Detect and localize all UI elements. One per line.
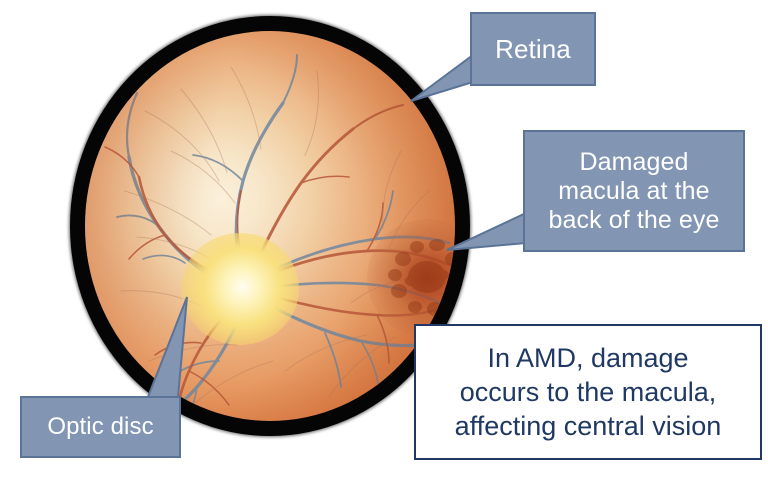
amd-description-text: In AMD, damage occurs to the macula, aff… [454,342,722,441]
callout-retina[interactable]: Retina [470,12,596,86]
specular-highlight-lower-right [115,59,445,419]
callout-optic-disc[interactable]: Optic disc [20,396,181,458]
amd-description-box[interactable]: In AMD, damage occurs to the macula, aff… [414,324,762,460]
callout-damaged-macula-label: Damaged macula at the back of the eye [548,147,720,234]
callout-damaged-macula[interactable]: Damaged macula at the back of the eye [523,130,745,252]
callout-optic-disc-label: Optic disc [47,413,154,441]
retina-fundus [85,31,455,421]
eye-illustration [66,8,486,460]
callout-retina-label: Retina [495,33,571,64]
